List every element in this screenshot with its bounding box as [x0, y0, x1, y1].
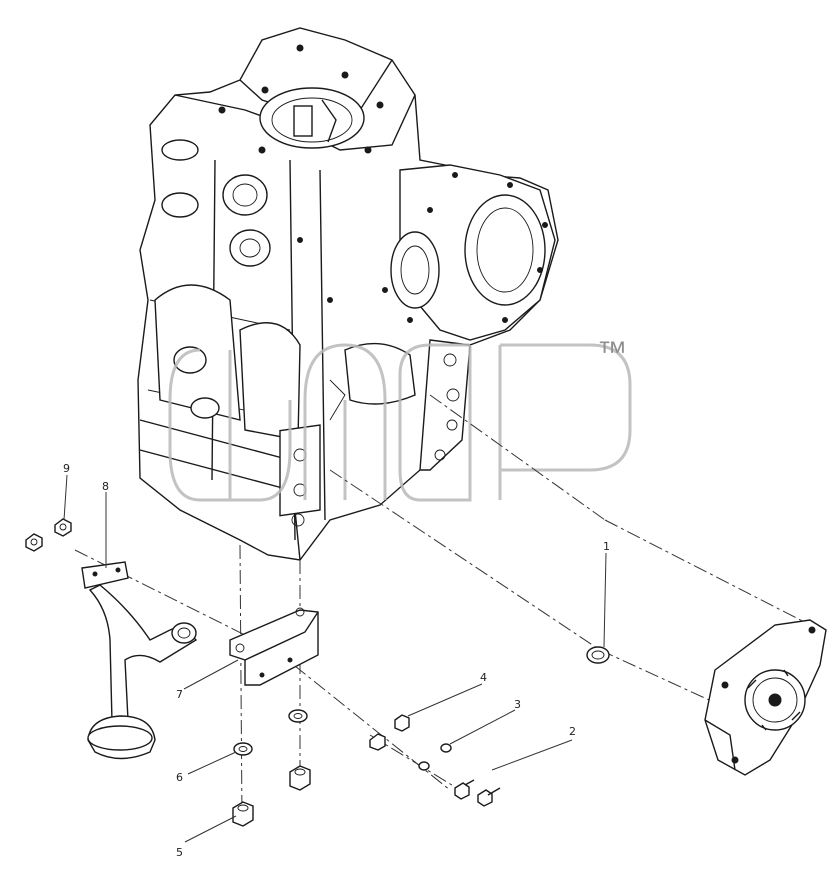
oil-strainer-pipe — [81, 561, 198, 760]
nut-rail — [394, 714, 410, 732]
deck-bolt-holes — [218, 44, 384, 154]
callout-7: 7 — [176, 688, 183, 701]
o-ring — [586, 646, 610, 664]
engine-block — [137, 27, 559, 561]
nut-rail-2 — [369, 733, 386, 751]
oil-pump — [704, 619, 827, 776]
watermark: ™ — [168, 336, 632, 502]
callout-4: 4 — [480, 671, 487, 684]
nut-left-outer — [25, 533, 43, 552]
callout-labels: 1 2 3 4 5 6 7 8 9 — [63, 462, 610, 859]
callout-8: 8 — [102, 480, 109, 493]
hex-nut-right — [289, 765, 311, 791]
washer-right — [288, 709, 308, 723]
callout-9: 9 — [63, 462, 70, 475]
spring-washer-2 — [418, 761, 430, 771]
fasteners — [25, 518, 610, 827]
leader-lines — [63, 474, 607, 843]
trademark-mark: ™ — [597, 336, 627, 369]
bolt-1 — [477, 789, 493, 807]
callout-3: 3 — [514, 698, 521, 711]
mounting-bracket — [229, 607, 319, 686]
housing-bolt-holes — [297, 172, 548, 323]
nut-left-inner — [54, 518, 72, 537]
spring-washer-1 — [440, 743, 452, 753]
hex-nut-left — [232, 801, 254, 827]
callout-5: 5 — [176, 846, 183, 859]
callout-2: 2 — [569, 725, 576, 738]
bolt-2 — [454, 782, 470, 800]
callout-6: 6 — [176, 771, 183, 784]
washer-left — [233, 742, 253, 756]
callout-1: 1 — [603, 540, 610, 553]
